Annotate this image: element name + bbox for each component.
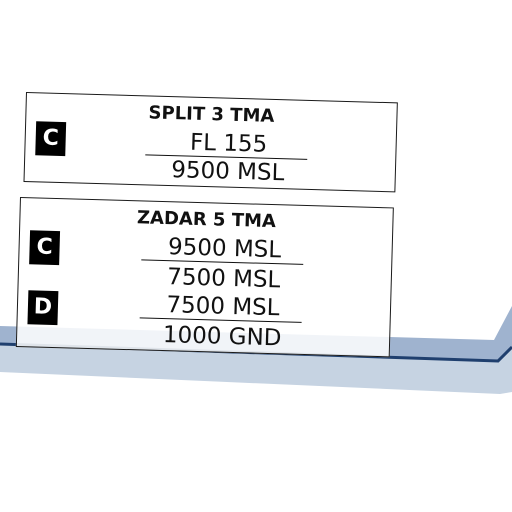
airspace-class-badge: C (29, 230, 61, 266)
lower-limit: 1000 GND (162, 322, 282, 352)
airspace-class-badge: D (27, 290, 59, 326)
lower-limit: 7500 MSL (166, 264, 281, 294)
airspace-name: SPLIT 3 TMA (148, 102, 275, 127)
lower-limit: 9500 MSL (170, 157, 285, 187)
airspace-class-badge: C (35, 121, 67, 157)
airspace-name: ZADAR 5 TMA (136, 207, 277, 233)
split-tma-label-box: SPLIT 3 TMA C FL 155 9500 MSL (23, 92, 398, 193)
zadar-tma-label-box: ZADAR 5 TMA C 9500 MSL 7500 MSL D 7500 M… (15, 197, 394, 358)
